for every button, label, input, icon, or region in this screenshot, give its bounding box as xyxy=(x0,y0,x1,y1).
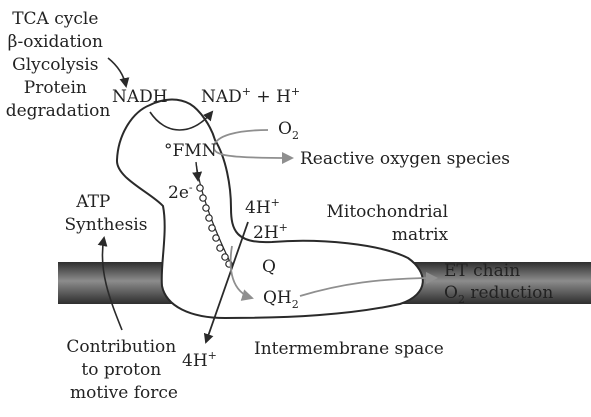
qh2-to-et-chain-arrow xyxy=(299,272,438,297)
atp-synthesis-label: ATP Synthesis xyxy=(65,192,148,235)
ros-label: Reactive oxygen species xyxy=(300,149,510,169)
contribution-label: Contribution to proton motive force xyxy=(66,337,181,403)
et-chain-label: ET chain xyxy=(444,261,520,281)
two-electrons-label: 2e- xyxy=(168,181,193,203)
source-line-3: Glycolysis xyxy=(12,55,98,75)
intermembrane-space-label: Intermembrane space xyxy=(254,339,444,359)
q-label: Q xyxy=(262,257,276,277)
complex-i-body xyxy=(115,98,424,320)
metabolic-sources: TCA cycle β-oxidation Glycolysis Protein… xyxy=(6,9,111,121)
fes-cluster-bead xyxy=(199,194,207,202)
qh2-label: QH2 xyxy=(263,288,299,311)
source-line-1: TCA cycle xyxy=(12,9,98,29)
fes-cluster-bead xyxy=(212,234,220,242)
nadh-oxidation-arrow xyxy=(149,110,214,131)
fmn-label: °FMN xyxy=(164,141,217,161)
pmf-to-atp-arrow xyxy=(97,236,123,331)
o2-reduction-label: O2 reduction xyxy=(444,283,553,306)
four-h-ims-label: 4H+ xyxy=(182,349,217,371)
source-to-nadh-arrow xyxy=(107,57,130,88)
o2-label: O2 xyxy=(278,119,299,142)
fes-cluster-bead xyxy=(205,214,213,222)
source-line-4: Protein xyxy=(24,78,87,98)
fmn-electron-arrow xyxy=(192,161,203,182)
source-line-2: β-oxidation xyxy=(8,32,103,52)
fes-cluster-bead xyxy=(221,253,229,261)
fes-cluster-bead xyxy=(216,244,224,252)
two-h-label: 2H+ xyxy=(253,221,288,243)
source-line-5: degradation xyxy=(6,101,111,121)
matrix-label: Mitochondrial matrix xyxy=(327,202,454,245)
fes-cluster-bead xyxy=(196,184,204,192)
o2-to-ros-arrow xyxy=(213,129,294,164)
proton-pump-arrow xyxy=(203,221,249,344)
fes-cluster-bead xyxy=(208,224,216,232)
four-h-matrix-label: 4H+ xyxy=(245,196,280,218)
nad-plus-h-label: NAD+ + H+ xyxy=(201,85,300,107)
nadh-label: NADH xyxy=(112,87,168,107)
electron-path xyxy=(195,162,233,268)
fes-cluster-bead xyxy=(202,204,210,212)
q-reduction-arrow xyxy=(229,245,254,301)
